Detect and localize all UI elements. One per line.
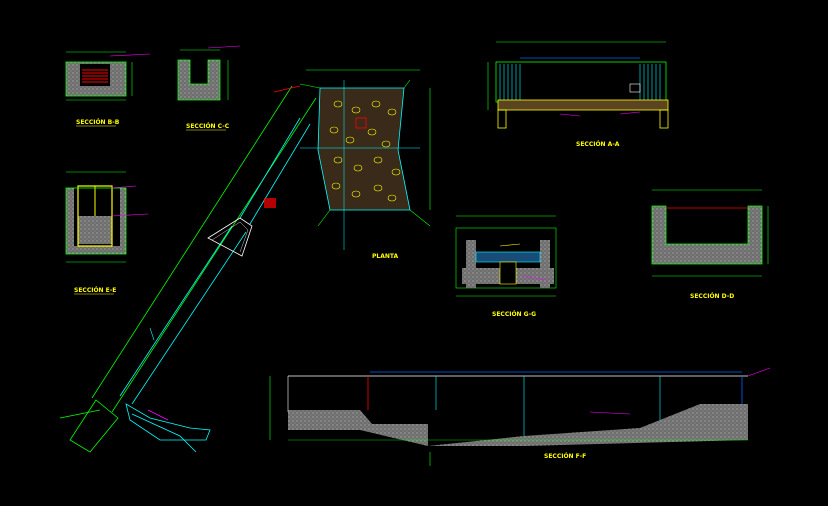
diagonal-chute-plan [59, 85, 317, 453]
section-b-b-detail [65, 51, 151, 101]
section-f-f-detail [269, 367, 771, 466]
plan-title: PLANTA [372, 253, 399, 260]
section-g-g-title: SECCIÓN G-G [492, 311, 536, 318]
section-a-a-detail [487, 41, 669, 129]
section-e-e-detail [65, 171, 149, 263]
section-f-f-title: SECCIÓN F-F [544, 453, 586, 460]
section-d-d-title: SECCIÓN D-D [690, 293, 734, 300]
plan-view [299, 69, 431, 250]
section-c-c-title: SECCIÓN C-C [186, 123, 230, 130]
section-e-e-title: SECCIÓN E-E [74, 287, 116, 294]
section-g-g-detail [455, 215, 557, 297]
section-a-a-title: SECCIÓN A-A [576, 141, 620, 148]
section-b-b-title: SECCIÓN B-B [76, 119, 120, 126]
section-d-d-detail [651, 189, 769, 277]
section-c-c-detail [177, 45, 241, 101]
